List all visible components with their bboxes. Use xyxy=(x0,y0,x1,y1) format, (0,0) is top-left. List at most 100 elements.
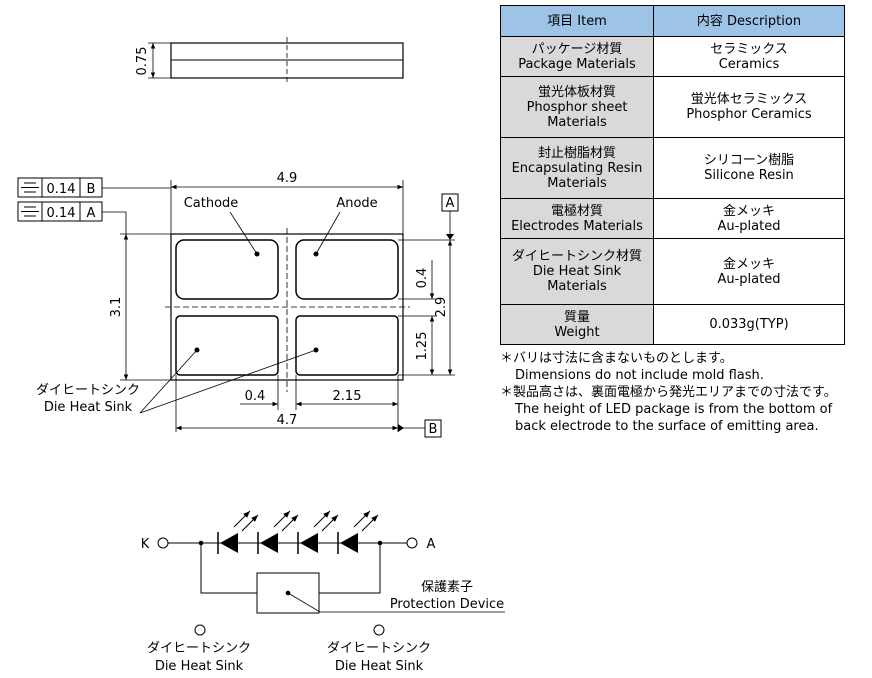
table-row: 蛍光体板材質 Phosphor sheet Materials 蛍光体セラミック… xyxy=(500,76,845,138)
item-en: Materials xyxy=(547,114,607,130)
desc-cell: 金メッキ Au-plated xyxy=(653,238,845,305)
cathode-dot xyxy=(254,251,260,257)
protection-label-jp: 保護素子 xyxy=(421,579,473,595)
desc-jp: 金メッキ xyxy=(722,203,775,219)
datum-a-label: A xyxy=(446,196,455,211)
note-2-en-line2: back electrode to the surface of emittin… xyxy=(515,419,819,434)
note-2-en-line1: The height of LED package is from the bo… xyxy=(515,402,833,417)
thickness-label: 0.75 xyxy=(135,47,150,76)
protection-device xyxy=(256,572,320,614)
desc-en: 0.033g(TYP) xyxy=(709,317,789,332)
table-row: パッケージ材質 Package Materials セラミックス Ceramic… xyxy=(500,36,845,77)
tolerance-2-datum: A xyxy=(87,206,96,221)
item-en: Materials xyxy=(547,175,607,191)
item-en: Package Materials xyxy=(518,56,636,72)
pad-width-label: 2.15 xyxy=(333,389,362,404)
led-diode-4 xyxy=(337,510,379,554)
item-jp: 封止樹脂材質 xyxy=(537,145,616,161)
desc-en: Silicone Resin xyxy=(704,168,794,183)
heat-sink-pad-right xyxy=(295,315,399,376)
desc-cell: セラミックス Ceramics xyxy=(653,36,845,77)
desc-en: Ceramics xyxy=(718,56,780,72)
datum-a-triangle xyxy=(446,234,454,240)
header-description: 内容 Description xyxy=(653,5,845,37)
desc-en: Phosphor Ceramics xyxy=(686,107,812,122)
datum-a-box xyxy=(441,193,459,212)
sink1-label-en: Die Heat Sink xyxy=(155,659,244,674)
heat-sink-terminal-2 xyxy=(373,624,385,636)
notes: ＊バリは寸法に含まないものとします。 Dimensions do not inc… xyxy=(500,350,837,435)
tolerance-1-value: 0.14 xyxy=(47,182,76,197)
led-diode-1 xyxy=(217,510,259,554)
desc-en: Au-plated xyxy=(717,271,781,287)
note-1-jp: ＊バリは寸法に含まないものとします。 xyxy=(500,351,733,366)
item-jp: 質量 xyxy=(563,309,590,325)
width-bottom-label: 4.7 xyxy=(277,413,298,428)
item-jp: ダイヒートシンク材質 xyxy=(511,249,642,264)
datum-b-triangle xyxy=(398,424,404,432)
table-header-row: 項目 Item 内容 Description xyxy=(500,5,845,37)
cathode-pad xyxy=(175,239,279,300)
anode-leader xyxy=(315,211,341,255)
item-cell: 電極材質 Electrodes Materials xyxy=(500,198,654,239)
cathode-terminal-label: K xyxy=(141,537,150,552)
datum-b-label: B xyxy=(429,422,438,437)
desc-cell: 金メッキ Au-plated xyxy=(653,198,845,239)
heat-sink-dot-right xyxy=(313,347,319,353)
pad-height-label: 1.25 xyxy=(415,332,430,361)
sink1-label-jp: ダイヒートシンク xyxy=(147,641,251,656)
table-row: 電極材質 Electrodes Materials 金メッキ Au-plated xyxy=(500,198,845,239)
anode-terminal-label: A xyxy=(427,537,436,552)
gap-horizontal-label: 0.4 xyxy=(245,389,266,404)
desc-jp: 金メッキ xyxy=(722,256,775,272)
led-diode-2 xyxy=(257,510,299,554)
protection-label-en: Protection Device xyxy=(390,597,504,612)
height-left-label: 3.1 xyxy=(109,297,124,318)
top-view xyxy=(102,180,455,432)
table-row: ダイヒートシンク材質 Die Heat Sink Materials 金メッキ … xyxy=(500,238,845,305)
circuit-schematic xyxy=(157,537,505,636)
item-en: Die Heat Sink xyxy=(532,264,622,279)
desc-cell: シリコーン樹脂 Silicone Resin xyxy=(653,137,845,199)
anode-pad xyxy=(295,239,399,300)
cathode-leader xyxy=(229,211,258,255)
heat-sink-leader-right xyxy=(139,349,317,414)
side-view xyxy=(148,37,404,84)
item-cell: パッケージ材質 Package Materials xyxy=(500,36,654,77)
cathode-label: Cathode xyxy=(184,196,239,211)
sink2-label-en: Die Heat Sink xyxy=(335,659,424,674)
heat-sink-label-en: Die Heat Sink xyxy=(44,400,133,415)
heat-sink-terminal-1 xyxy=(194,624,206,636)
led-diode-3 xyxy=(297,510,339,554)
spec-table: 項目 Item 内容 Description パッケージ材質 Package M… xyxy=(500,5,845,345)
heat-sink-leader-left xyxy=(139,349,198,414)
item-en: Electrodes Materials xyxy=(511,218,643,234)
tolerance-1-datum: B xyxy=(87,182,96,197)
item-cell: 質量 Weight xyxy=(500,304,654,345)
desc-cell: 0.033g(TYP) xyxy=(653,304,845,345)
tolerance-2-value: 0.14 xyxy=(47,206,76,221)
datum-b-box xyxy=(424,419,442,438)
tolerance-frame-2 xyxy=(17,201,103,222)
item-en: Phosphor sheet xyxy=(526,99,628,115)
tolerance-frame-1 xyxy=(17,177,103,198)
desc-cell: 蛍光体セラミックス Phosphor Ceramics xyxy=(653,76,845,138)
anode-dot xyxy=(313,251,319,257)
desc-jp: シリコーン樹脂 xyxy=(703,153,795,168)
height-right-label: 2.9 xyxy=(434,297,449,318)
item-cell: ダイヒートシンク材質 Die Heat Sink Materials xyxy=(500,238,654,305)
desc-jp: 蛍光体セラミックス xyxy=(690,92,808,107)
item-jp: パッケージ材質 xyxy=(531,41,623,57)
anode-terminal xyxy=(406,537,418,549)
desc-en: Au-plated xyxy=(717,218,781,234)
heat-sink-label-jp: ダイヒートシンク xyxy=(36,383,140,398)
note-1-en: Dimensions do not include mold flash. xyxy=(515,368,764,383)
header-item: 項目 Item xyxy=(500,5,654,37)
table-row: 封止樹脂材質 Encapsulating Resin Materials シリコ… xyxy=(500,137,845,199)
desc-jp: セラミックス xyxy=(710,41,788,57)
item-jp: 電極材質 xyxy=(550,203,603,219)
item-cell: 封止樹脂材質 Encapsulating Resin Materials xyxy=(500,137,654,199)
width-top-label: 4.9 xyxy=(277,171,298,186)
gap-vertical-label: 0.4 xyxy=(415,268,430,289)
